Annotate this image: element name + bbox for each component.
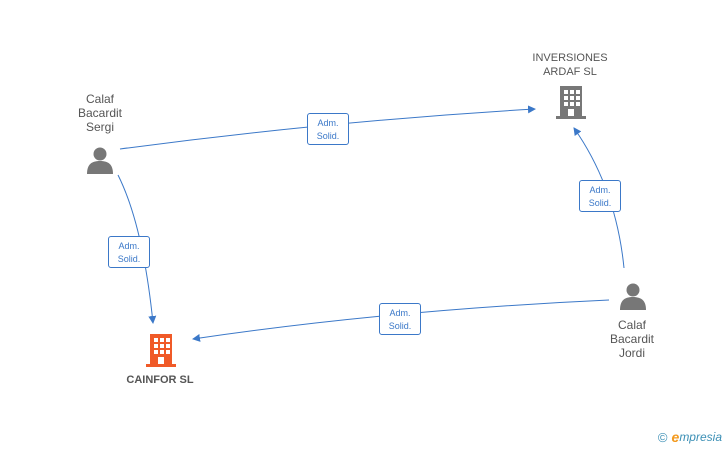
- building-icon: [146, 334, 176, 367]
- empresia-brand: © e mpresia: [658, 429, 722, 445]
- brand-e-letter: e: [671, 429, 680, 445]
- building-icon: [556, 86, 586, 119]
- copyright-symbol: ©: [657, 429, 668, 445]
- edge-badge-sergi-cainfor: Adm. Solid.: [108, 236, 150, 268]
- edge-badge-sergi-ardaf: Adm. Solid.: [307, 113, 349, 145]
- person-icon: [620, 283, 646, 310]
- person-icon: [87, 147, 113, 174]
- edge-badge-jordi-cainfor: Adm. Solid.: [379, 303, 421, 335]
- person-label-sergi[interactable]: Calaf Bacardit Sergi: [77, 92, 123, 134]
- edge-badge-jordi-ardaf: Adm. Solid.: [579, 180, 621, 212]
- person-label-jordi[interactable]: Calaf Bacardit Jordi: [609, 318, 655, 360]
- brand-word: mpresia: [679, 430, 722, 444]
- company-label-cainfor[interactable]: CAINFOR SL: [126, 374, 194, 386]
- company-label-ardaf[interactable]: INVERSIONES ARDAF SL: [532, 52, 608, 78]
